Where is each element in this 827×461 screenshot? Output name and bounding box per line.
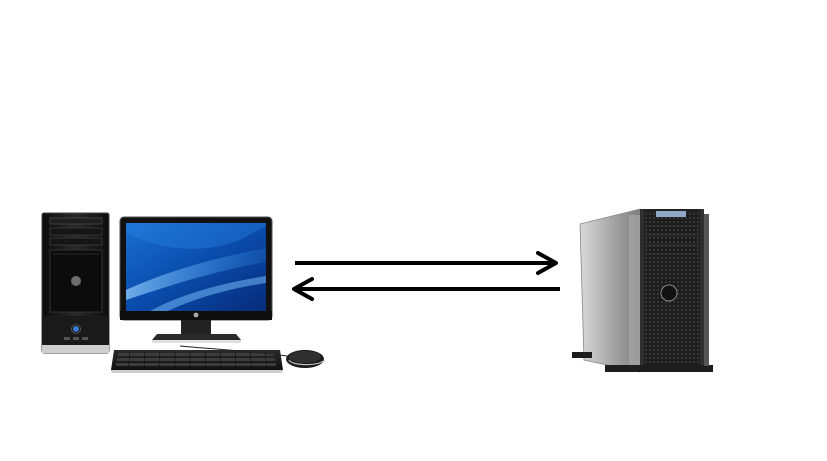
- monitor: [119, 216, 273, 343]
- arrow-to-client: [292, 277, 560, 301]
- pc-tower: [41, 212, 110, 354]
- monitor-hp-logo-icon: [193, 312, 199, 318]
- hp-logo-icon: [71, 276, 81, 286]
- connection-arrows: [292, 251, 560, 301]
- power-button-icon: [73, 326, 79, 332]
- dell-logo-icon: [660, 284, 678, 302]
- keyboard: [111, 350, 283, 373]
- tower-server: [572, 208, 713, 373]
- arrow-to-server: [295, 251, 558, 275]
- mouse: [179, 345, 324, 368]
- desktop-computer: [41, 212, 324, 373]
